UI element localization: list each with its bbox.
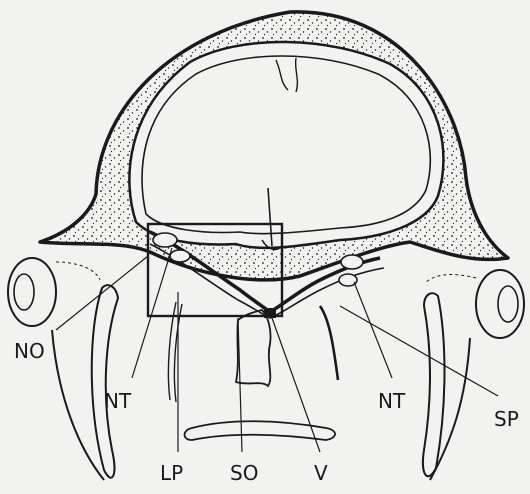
label-so: SO <box>230 461 258 485</box>
palatal-shelf-right <box>320 306 338 380</box>
right-maxillary-process <box>423 293 445 476</box>
left-eye <box>8 258 100 326</box>
label-lp: LP <box>160 461 183 485</box>
label-v: V <box>314 461 328 485</box>
label-nt-left: NT <box>104 389 132 413</box>
label-nt-right: NT <box>378 389 406 413</box>
label-no: NO <box>14 339 45 363</box>
nasal-septum <box>236 310 271 386</box>
label-sp: SP <box>494 407 519 431</box>
left-maxillary-process <box>92 285 118 477</box>
